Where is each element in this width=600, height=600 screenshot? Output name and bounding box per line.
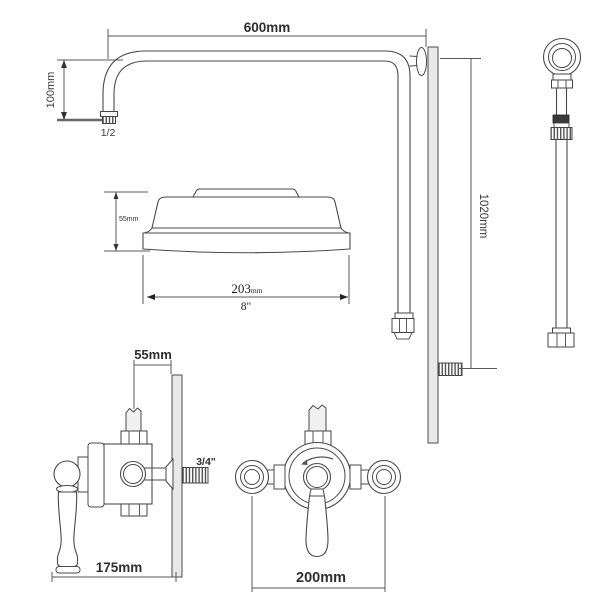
arm-tube-outer-line: [102, 50, 411, 314]
exposed-valve-hub-outer: [302, 462, 332, 492]
exposed-valve-lever-neck: [308, 488, 326, 497]
head-rim: [142, 232, 351, 254]
left-union-inner: [244, 469, 260, 485]
head-diameter-label: 203mm: [231, 281, 262, 296]
arm-wall-stub-bottom: [409, 64, 418, 67]
exposed-valve-top-pipe: [308, 404, 327, 432]
valve-width-label: 175mm: [96, 560, 143, 575]
arrow-down: [61, 112, 67, 120]
exposed-valve-lever-grip: [305, 495, 329, 558]
valve-bottom-nut: [120, 503, 148, 517]
temperature-arc-arrowhead: [301, 459, 308, 465]
shower-head: [142, 188, 351, 254]
hose-hanger-ring-outer: [542, 37, 582, 77]
valve-top-pipe: [125, 407, 142, 432]
head-height-label: 55mm: [119, 216, 139, 223]
right-union-inner: [376, 469, 392, 485]
arm-tube-inner-line: [113, 60, 399, 314]
right-union-nut: [349, 464, 362, 490]
wall-rail-bar: [427, 46, 439, 444]
valve-top-nut: [120, 430, 148, 445]
riser-bottom-nut: [391, 312, 415, 340]
shower-arm-and-riser: [100, 46, 463, 444]
shower-hose: [542, 37, 582, 348]
exposed-valve-width-label: 200mm: [296, 570, 346, 586]
head-flare-left: [143, 227, 153, 234]
valve-cartridge-inner: [123, 464, 143, 484]
hose-connector-band: [552, 114, 570, 124]
hose-ribbed-nut: [550, 127, 573, 140]
valve-outlet-thread-label: 3/4": [196, 456, 216, 468]
valve-lever-grip: [56, 491, 79, 568]
valve-threaded-outlet: [181, 467, 209, 484]
exposed-valve-front-view: [234, 404, 402, 558]
dimension-valve-width: 175mm: [51, 560, 177, 582]
valve-depth-label: 55mm: [134, 347, 172, 362]
dimension-head-diameter: 203mm 8": [142, 255, 350, 313]
wall-plate: [416, 47, 427, 76]
hose-bottom-nut: [547, 332, 575, 348]
arm-drop-label: 100mm: [45, 72, 57, 109]
arm-length-label: 600mm: [244, 20, 291, 35]
dimension-exposed-valve-width: 200mm: [251, 496, 386, 592]
hose-top-nut: [551, 79, 573, 89]
riser-length-label: 1020mm: [477, 194, 489, 239]
arm-half-inch-connector: [100, 111, 118, 124]
head-dome: [151, 196, 342, 229]
hose-hanger-ring-mid: [548, 43, 576, 71]
arm-thread-label: 1/2: [101, 127, 116, 139]
valve-lever-foot: [55, 566, 81, 574]
right-union-mid: [372, 465, 396, 489]
hose-hanger-ring-inner: [552, 48, 572, 68]
dimension-arm-drop: 100mm: [45, 59, 123, 122]
head-diameter-inches-label: 8": [241, 301, 251, 313]
arm-wall-stub-top: [409, 55, 418, 58]
concealed-valve-side-view: [53, 374, 209, 578]
head-flare-right: [340, 227, 350, 234]
dimension-valve-depth: 55mm: [133, 347, 172, 409]
left-union-mid: [240, 465, 264, 489]
hose-top-collar: [552, 73, 572, 81]
head-diameter-value: 203: [231, 281, 251, 296]
head-top-cap: [192, 188, 300, 198]
dimension-riser-length: 1020mm: [440, 58, 497, 369]
valve-cartridge-outer: [119, 460, 147, 488]
wall-bracket: [437, 362, 463, 376]
arrow-up: [61, 60, 67, 68]
exposed-valve-hub-inner: [306, 466, 328, 488]
valve-outlet-bell: [165, 457, 174, 491]
head-diameter-unit: mm: [251, 286, 263, 295]
valve-escutcheon-outer: [87, 442, 105, 508]
hose-bottom-collar: [552, 327, 571, 334]
left-union-nut: [273, 464, 286, 490]
dimension-head-height: 55mm: [104, 191, 150, 252]
valve-lever-ball: [53, 460, 81, 488]
dimension-arm-length: 600mm: [107, 20, 427, 59]
